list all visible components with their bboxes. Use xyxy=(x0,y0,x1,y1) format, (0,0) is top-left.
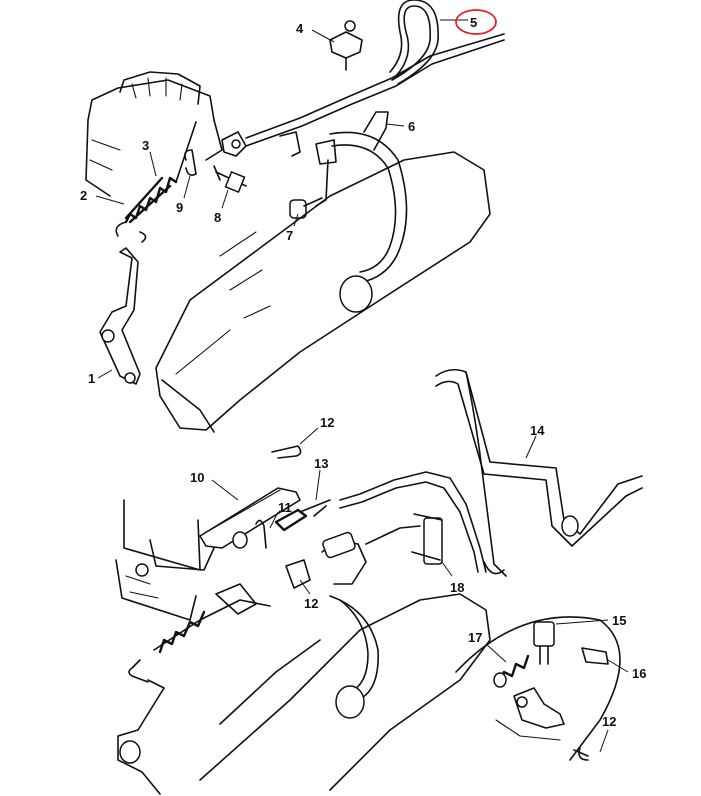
upper-assembly xyxy=(85,0,505,433)
callout-12-top: 12 xyxy=(271,415,334,459)
callout-1: 1 xyxy=(88,369,113,386)
callout-label: 3 xyxy=(142,138,149,153)
callout-12-mid: 12 xyxy=(299,579,318,611)
callout-7: 7 xyxy=(286,213,299,243)
throttle-arm xyxy=(99,247,141,385)
callout-16: 16 xyxy=(607,659,646,681)
callout-15: 15 xyxy=(555,613,626,628)
clip-9 xyxy=(184,149,197,176)
callout-18: 18 xyxy=(441,561,464,595)
detail-right xyxy=(455,616,621,761)
nut-4 xyxy=(329,20,363,71)
rod-13 xyxy=(299,499,331,517)
callout-label: 4 xyxy=(296,21,304,36)
callout-label: 18 xyxy=(450,580,464,595)
lower-assembly xyxy=(115,368,643,795)
spring-11 xyxy=(232,508,308,549)
callout-4: 4 xyxy=(296,21,335,43)
callout-label: 1 xyxy=(88,371,95,386)
callout-2: 2 xyxy=(80,188,125,205)
lever-10 xyxy=(123,487,301,571)
stud-8 xyxy=(213,165,247,194)
engine-lower xyxy=(115,539,215,621)
callout-label: 12 xyxy=(320,415,334,430)
callout-label: 5 xyxy=(470,15,477,30)
bracket-mid xyxy=(285,525,421,589)
fuel-tank xyxy=(155,151,491,433)
callout-6: 6 xyxy=(385,119,415,134)
cable-5 xyxy=(389,0,439,85)
hose-upper xyxy=(329,131,408,313)
callout-label: 13 xyxy=(314,456,328,471)
callout-9: 9 xyxy=(176,175,191,215)
tank-lower xyxy=(199,593,491,791)
callout-label: 17 xyxy=(468,630,482,645)
callout-label: 16 xyxy=(632,666,646,681)
callout-14: 14 xyxy=(525,423,545,459)
callout-label: 9 xyxy=(176,200,183,215)
callout-label: 12 xyxy=(602,714,616,729)
callout-label: 7 xyxy=(286,228,293,243)
callout-5: 5 xyxy=(440,9,497,35)
spring-upper xyxy=(115,121,197,243)
callout-label: 14 xyxy=(530,423,545,438)
hose-14 xyxy=(435,368,643,577)
callout-12-bottom: 12 xyxy=(599,714,616,753)
callout-label: 15 xyxy=(612,613,626,628)
highlight-ring xyxy=(455,9,497,35)
callout-17: 17 xyxy=(468,630,507,663)
callout-label: 12 xyxy=(304,596,318,611)
callout-label: 10 xyxy=(190,470,204,485)
callout-label: 8 xyxy=(214,210,221,225)
bracket-6 xyxy=(363,111,389,151)
bolt-7 xyxy=(279,131,337,219)
callout-13: 13 xyxy=(314,456,328,501)
callout-8: 8 xyxy=(214,189,229,225)
callout-10: 10 xyxy=(190,470,239,501)
engine-housing xyxy=(85,71,223,197)
cable-bracket xyxy=(221,33,505,157)
callout-11: 11 xyxy=(269,500,292,529)
callout-3: 3 xyxy=(142,138,157,177)
callout-label: 11 xyxy=(278,500,292,515)
cable-18 xyxy=(339,471,487,573)
callout-label: 2 xyxy=(80,188,87,203)
callout-label: 6 xyxy=(408,119,415,134)
spring-lower xyxy=(117,583,271,795)
